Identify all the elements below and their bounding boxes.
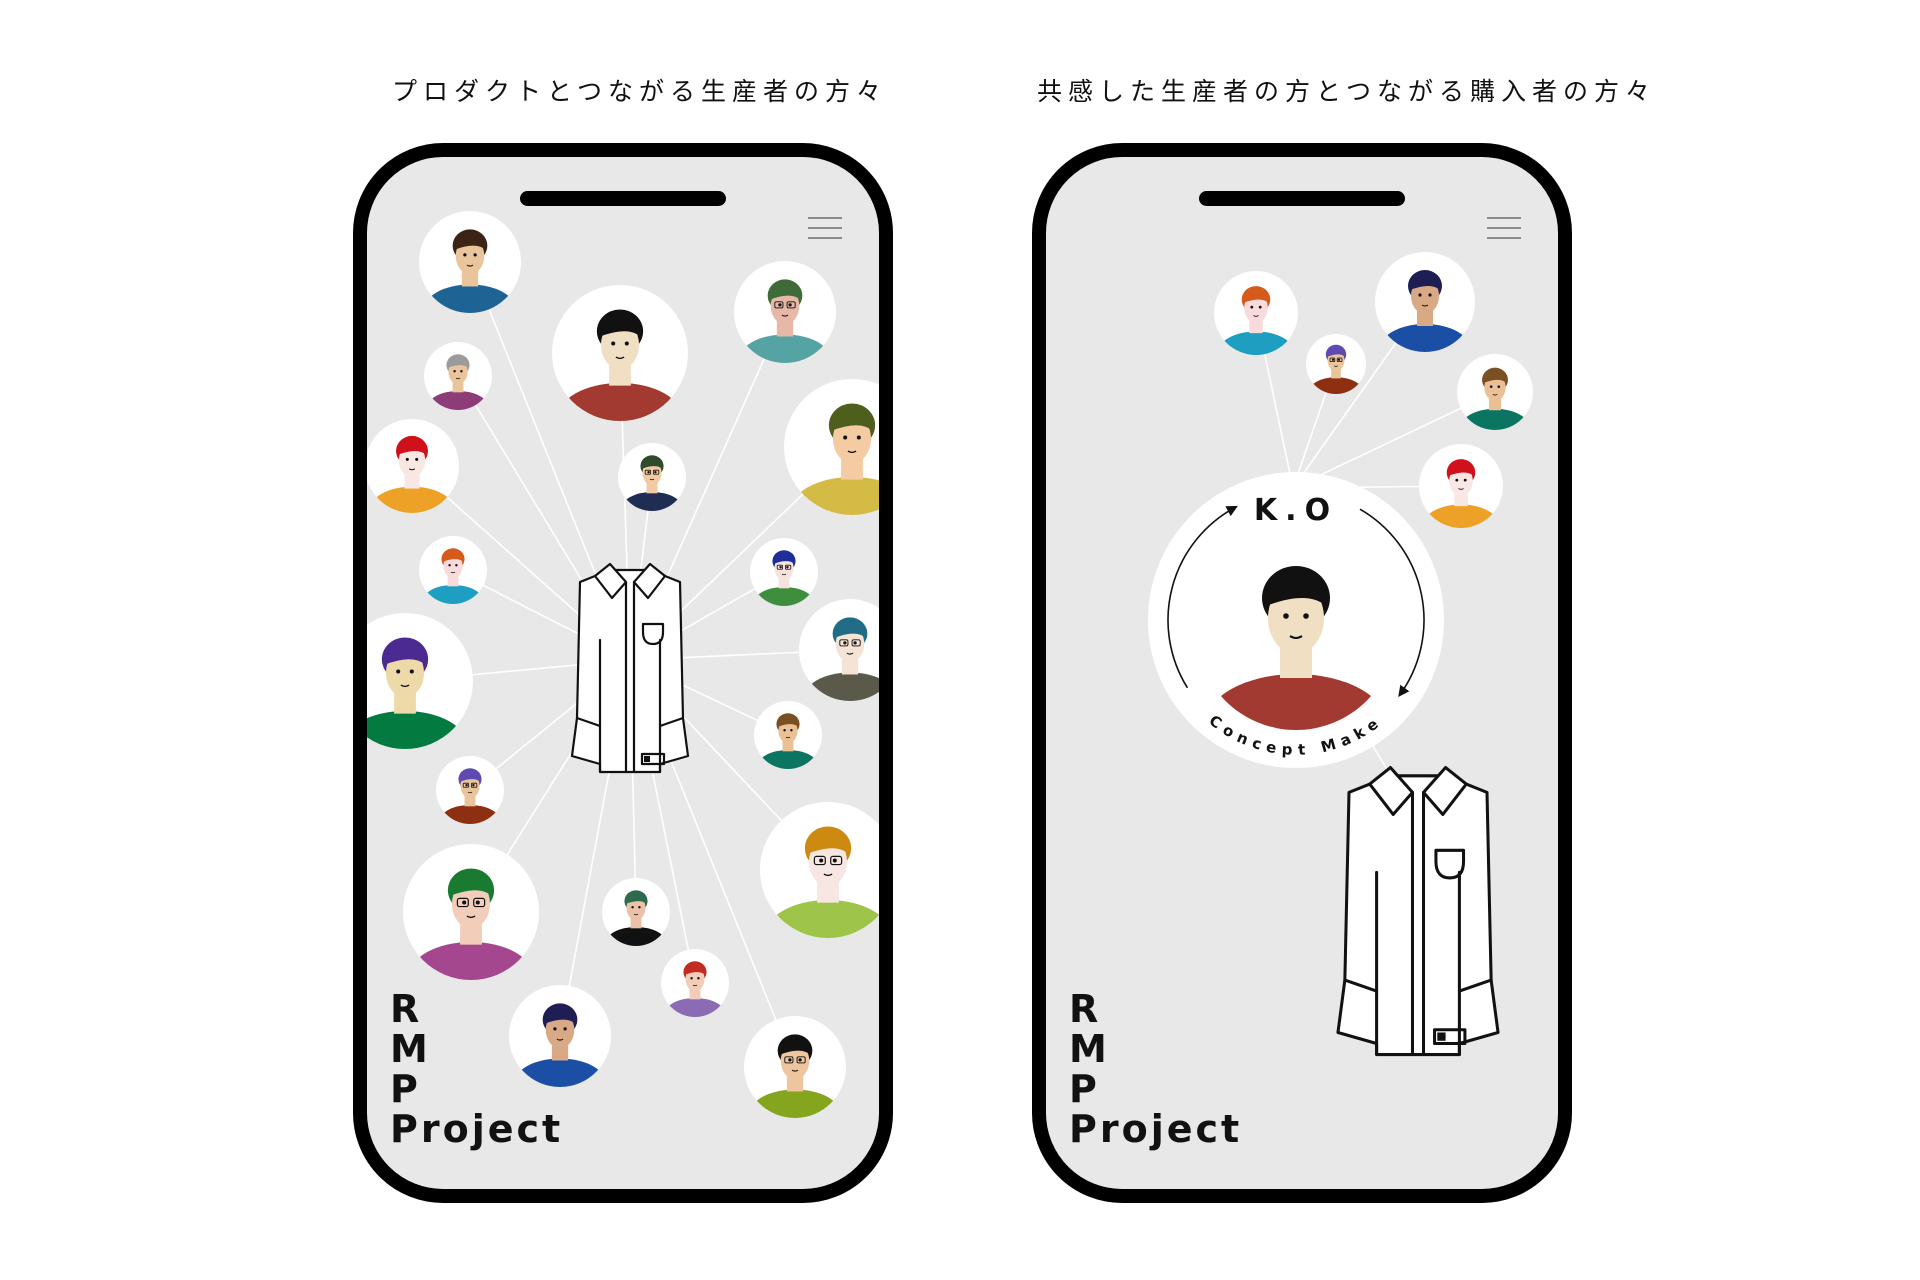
- producer-avatar[interactable]: [424, 342, 492, 426]
- purchaser-avatar[interactable]: [1457, 354, 1533, 448]
- producer-network: [337, 211, 920, 1142]
- producer-avatar[interactable]: [419, 536, 487, 620]
- caption-purchasers: 共感した生産者の方とつながる購入者の方々: [1037, 77, 1657, 106]
- purchaser-avatar[interactable]: [1375, 252, 1475, 376]
- producer-avatar[interactable]: [760, 802, 896, 971]
- featured-producer-avatar[interactable]: [1196, 530, 1396, 778]
- producer-avatar[interactable]: [661, 949, 729, 1033]
- producer-avatar[interactable]: [552, 285, 688, 454]
- purchaser-avatar[interactable]: [1419, 444, 1503, 548]
- cycle-arrow-icon: [1167, 505, 1238, 689]
- producer-avatar[interactable]: [509, 985, 611, 1111]
- producer-avatar[interactable]: [436, 756, 504, 840]
- producer-avatar[interactable]: [784, 379, 920, 548]
- producer-name: K.O: [1254, 493, 1338, 528]
- hamburger-menu-icon[interactable]: [1487, 217, 1521, 241]
- producer-avatar[interactable]: [618, 443, 686, 527]
- purchaser-avatar[interactable]: [1214, 271, 1298, 375]
- cycle-arrow-icon: [1359, 508, 1425, 698]
- phone-notch: [520, 191, 726, 206]
- producer-avatar[interactable]: [750, 538, 818, 622]
- producer-avatar[interactable]: [799, 599, 901, 725]
- purchaser-avatar[interactable]: [1306, 334, 1366, 408]
- rmp-project-logo: R M P Project: [1069, 987, 1243, 1151]
- producer-avatar[interactable]: [419, 211, 521, 337]
- producer-avatar[interactable]: [734, 261, 836, 387]
- phone-notch: [1199, 191, 1405, 206]
- caption-producers: プロダクトとつながる生産者の方々: [392, 77, 888, 106]
- hamburger-menu-icon[interactable]: [808, 217, 842, 241]
- producer-avatar[interactable]: [337, 613, 473, 782]
- shirt-product-icon: [1336, 766, 1500, 1057]
- rmp-project-logo: R M P Project: [390, 987, 564, 1151]
- producer-avatar[interactable]: [744, 1016, 846, 1142]
- producer-avatar[interactable]: [365, 419, 459, 536]
- shirt-product-icon: [570, 562, 690, 774]
- producer-avatar[interactable]: [403, 844, 539, 1013]
- producer-avatar[interactable]: [754, 701, 822, 785]
- producer-avatar[interactable]: [602, 878, 670, 962]
